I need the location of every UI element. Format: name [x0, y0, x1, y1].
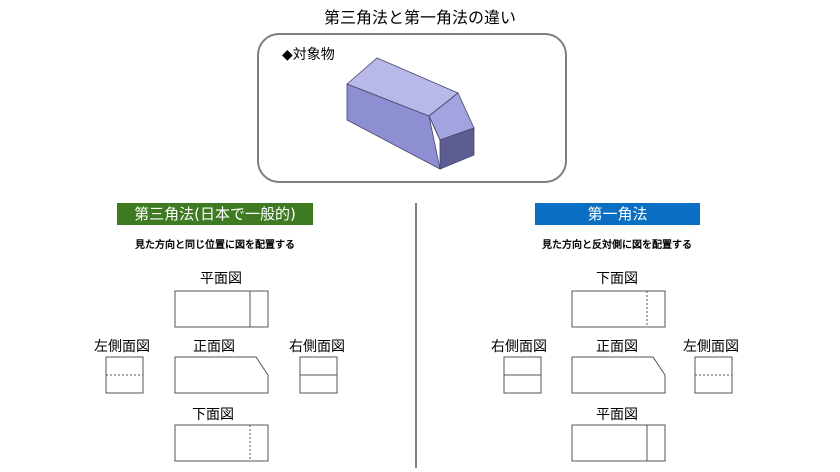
object-side-face [439, 127, 475, 170]
first-bottom-view-label: 平面図 [596, 407, 638, 423]
third-front-view [174, 356, 269, 394]
object-label: ◆対象物 [282, 47, 335, 63]
third-front-view-label: 正面図 [193, 339, 235, 355]
third-angle-heading: 第三角法(日本で一般的) [117, 203, 313, 225]
first-left-view-label: 右側面図 [491, 339, 547, 355]
third-right-view [299, 356, 338, 394]
third-top-view [174, 290, 269, 328]
first-front-view [571, 356, 666, 394]
first-front-view-label: 正面図 [596, 339, 638, 355]
first-angle-subtitle: 見た方向と反対側に図を配置する [542, 240, 692, 251]
third-right-view-label: 右側面図 [289, 339, 345, 355]
third-bottom-view-label: 下面図 [192, 407, 234, 423]
first-bottom-view [571, 424, 666, 462]
first-left-view [503, 356, 542, 394]
first-angle-heading: 第一角法 [535, 203, 700, 225]
page-title: 第三角法と第一角法の違い [323, 8, 516, 27]
object-frame [257, 33, 567, 183]
first-top-view-label: 下面図 [596, 271, 638, 287]
first-top-view [571, 290, 666, 328]
center-divider [415, 203, 417, 468]
third-left-view [105, 356, 144, 394]
third-top-view-label: 平面図 [200, 271, 242, 287]
third-bottom-view [174, 424, 269, 462]
first-right-view-label: 左側面図 [683, 339, 739, 355]
third-angle-subtitle: 見た方向と同じ位置に図を配置する [135, 240, 295, 251]
third-left-view-label: 左側面図 [94, 339, 150, 355]
first-right-view [694, 356, 733, 394]
